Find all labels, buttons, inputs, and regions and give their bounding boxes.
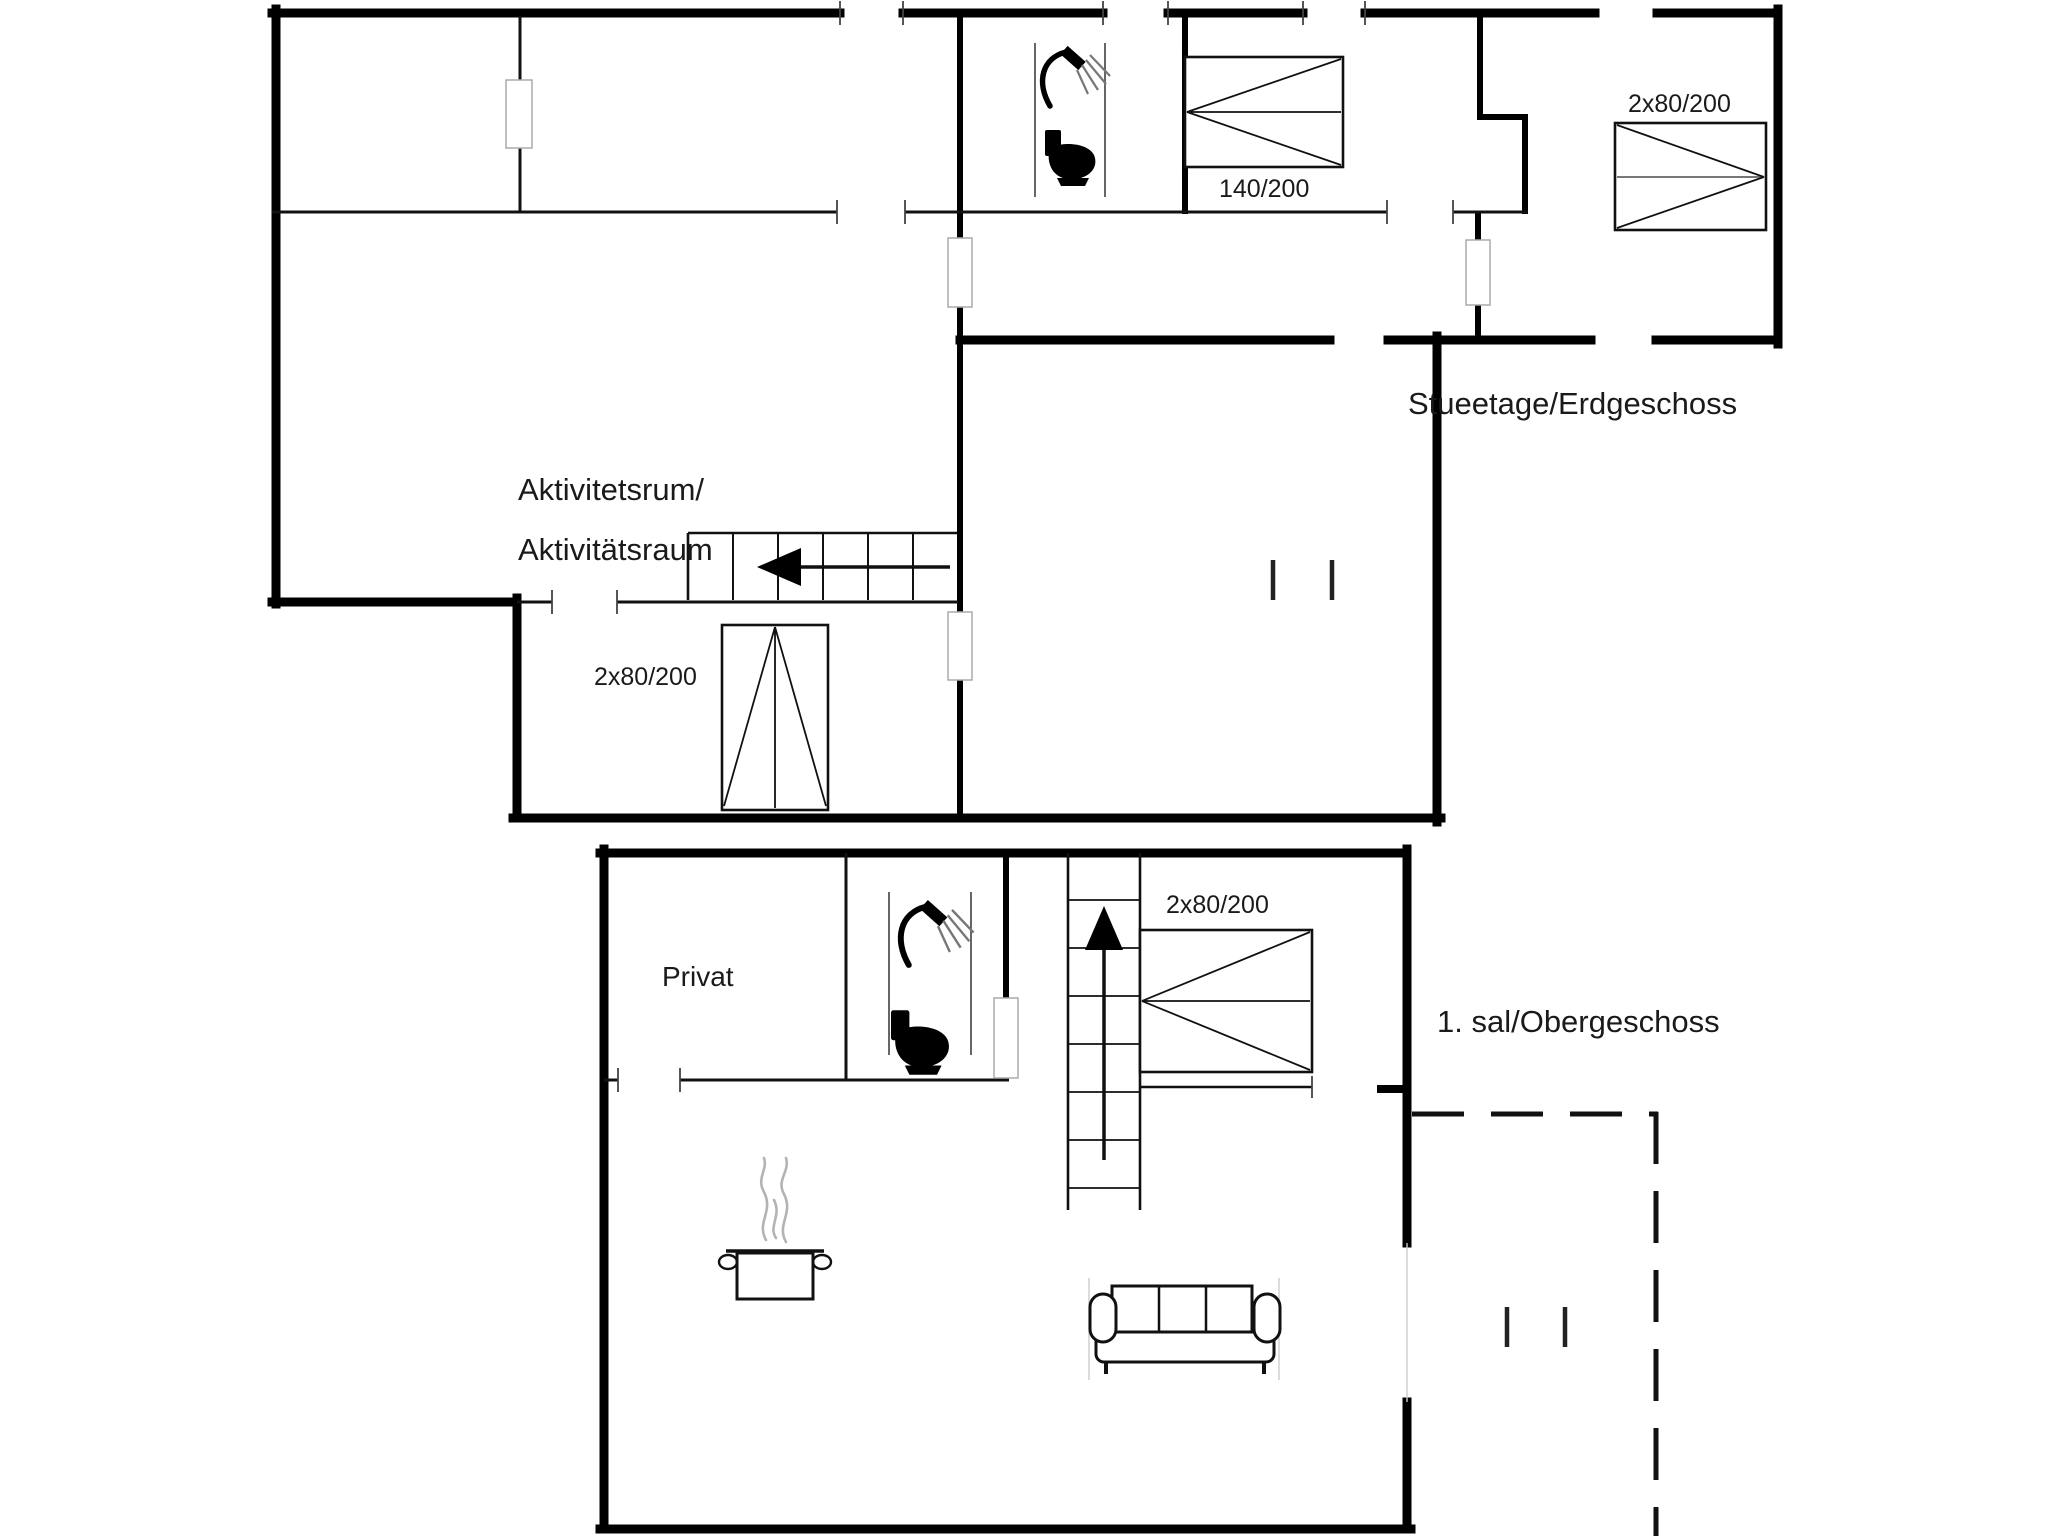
ground-floor-title: Stueetage/Erdgeschoss (1408, 386, 1737, 421)
door-leaf (1465, 239, 1491, 306)
ground-floor-plan: 2x80/200 140/200 2x80/200 (267, 1, 1783, 827)
room-label-aktivitetsrum-line2: Aktivitätsraum (518, 532, 713, 567)
bed-double (1183, 55, 1345, 169)
door-leaf (947, 237, 973, 308)
terrace-marks (1504, 1307, 1568, 1347)
opening-ticks (617, 1068, 1313, 1098)
opening-ticks (551, 200, 1454, 614)
bed-twin-first (1138, 928, 1314, 1074)
ground-floor-walls (267, 4, 1783, 827)
room-label-aktivitetsrum-line1: Aktivitetsrum/ (518, 472, 704, 507)
bed-twin-entry (720, 623, 830, 812)
bed-twin-entry-label: 2x80/200 (594, 663, 697, 691)
room-label-privat: Privat (662, 961, 734, 992)
shower-icon (897, 900, 975, 968)
staircase-ground (686, 531, 957, 600)
bed-twin-right-label: 2x80/200 (1628, 90, 1731, 118)
shower-icon (1039, 45, 1111, 109)
opening-ticks (839, 1, 1366, 25)
bed-double-label: 140/200 (1219, 175, 1309, 203)
bathroom-ground (1034, 43, 1111, 197)
first-floor-title: 1. sal/Obergeschoss (1437, 1004, 1720, 1039)
cooking-pot-icon (717, 1156, 833, 1301)
hall-marks (1270, 560, 1335, 600)
toilet-icon (891, 1010, 949, 1075)
door-leaf (505, 79, 533, 149)
bed-twin-first-label: 2x80/200 (1166, 891, 1269, 919)
terrace-dashed-outline (1412, 1111, 1659, 1536)
door-leaf (993, 997, 1019, 1079)
first-floor-walls (595, 844, 1416, 1534)
arrow-left-icon (757, 548, 801, 586)
bathroom-first (888, 892, 975, 1075)
sofa-icon (1088, 1278, 1282, 1380)
arrow-up-icon (1085, 906, 1123, 950)
toilet-icon (1045, 130, 1096, 186)
door-leaf (947, 611, 973, 681)
first-floor-plan: 2x80/200 Priva (595, 844, 1720, 1536)
bed-twin-right (1613, 121, 1768, 232)
